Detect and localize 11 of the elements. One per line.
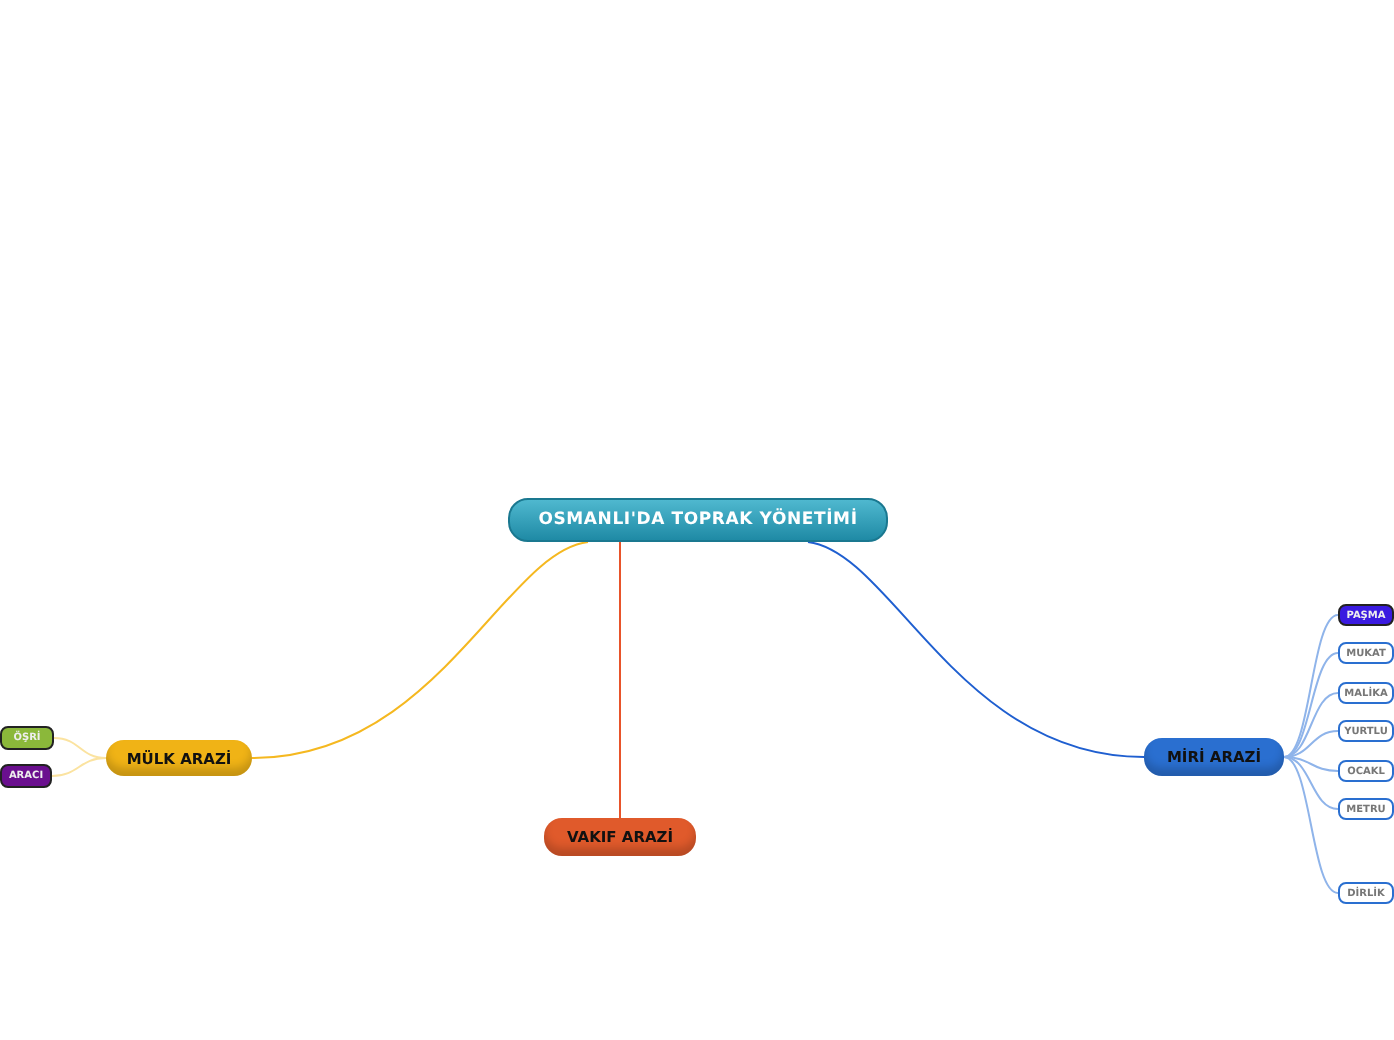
branch-line: [1283, 614, 1339, 758]
branch-line: [251, 541, 589, 759]
branch-line: [51, 757, 107, 777]
branch-line: [807, 541, 1145, 758]
central-topic: OSMANLI'DA TOPRAK YÖNETİMİ: [508, 498, 888, 542]
branch-line: [1283, 756, 1339, 810]
branch-line: [619, 541, 621, 819]
branch-line: [1283, 692, 1339, 758]
branch-line: [1283, 756, 1339, 894]
branch-line: [1283, 652, 1339, 758]
branch-line: [1283, 756, 1339, 772]
